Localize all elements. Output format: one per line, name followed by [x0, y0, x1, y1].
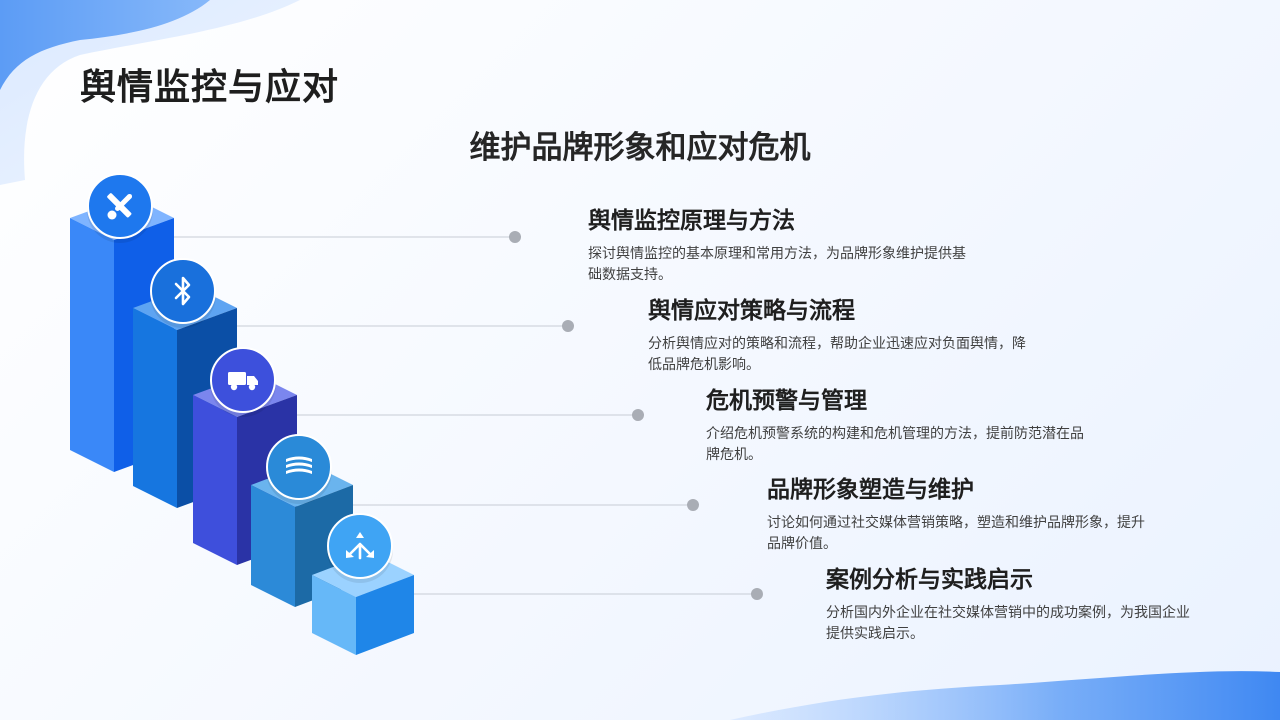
item-description: 分析舆情应对的策略和流程，帮助企业迅速应对负面舆情，降低品牌危机影响。: [648, 336, 1026, 373]
list-item: 舆情应对策略与流程 分析舆情应对的策略和流程，帮助企业迅速应对负面舆情，降低品牌…: [648, 296, 1028, 376]
block-front-face: [251, 485, 295, 607]
layers-icon: [266, 434, 332, 504]
block-front-face: [193, 395, 237, 565]
connector-dot: [687, 499, 699, 511]
split-arrows-icon: [327, 513, 393, 583]
block-front-face: [133, 308, 177, 508]
item-title: 危机预警与管理: [706, 388, 867, 414]
connector-dot: [562, 320, 574, 332]
truck-icon: [210, 347, 276, 417]
item-title: 舆情应对策略与流程: [648, 298, 855, 324]
page-title: 舆情监控与应对: [80, 67, 340, 108]
subtitle: 维护品牌形象和应对危机: [469, 130, 811, 166]
paintbrush-ruler-icon: [87, 173, 153, 243]
item-description: 讨论如何通过社交媒体营销策略，塑造和维护品牌形象，提升品牌价值。: [767, 515, 1145, 552]
list-item: 危机预警与管理 介绍危机预警系统的构建和危机管理的方法，提前防范潜在品牌危机。: [706, 386, 1086, 466]
block-side-face: [356, 575, 414, 655]
block-front-face: [70, 218, 114, 472]
top-left-accent: [0, 0, 210, 90]
item-title: 舆情监控原理与方法: [588, 208, 795, 234]
block-front-face: [312, 575, 356, 655]
list-item: 舆情监控原理与方法 探讨舆情监控的基本原理和常用方法，为品牌形象维护提供基础数据…: [588, 206, 968, 286]
item-title: 案例分析与实践启示: [826, 567, 1033, 593]
list-item: 品牌形象塑造与维护 讨论如何通过社交媒体营销策略，塑造和维护品牌形象，提升品牌价…: [767, 475, 1147, 555]
connector-dot: [509, 231, 521, 243]
item-description: 介绍危机预警系统的构建和危机管理的方法，提前防范潜在品牌危机。: [706, 426, 1084, 463]
bluetooth-icon: [150, 258, 216, 328]
item-description: 探讨舆情监控的基本原理和常用方法，为品牌形象维护提供基础数据支持。: [588, 246, 966, 283]
connector-dot: [751, 588, 763, 600]
item-description: 分析国内外企业在社交媒体营销中的成功案例，为我国企业提供实践启示。: [826, 605, 1190, 642]
list-item: 案例分析与实践启示 分析国内外企业在社交媒体营销中的成功案例，为我国企业提供实践…: [826, 565, 1196, 645]
top-left-wave: [0, 0, 300, 185]
connector-dot: [632, 409, 644, 421]
item-title: 品牌形象塑造与维护: [767, 477, 974, 503]
bottom-right-wave: [730, 671, 1280, 720]
